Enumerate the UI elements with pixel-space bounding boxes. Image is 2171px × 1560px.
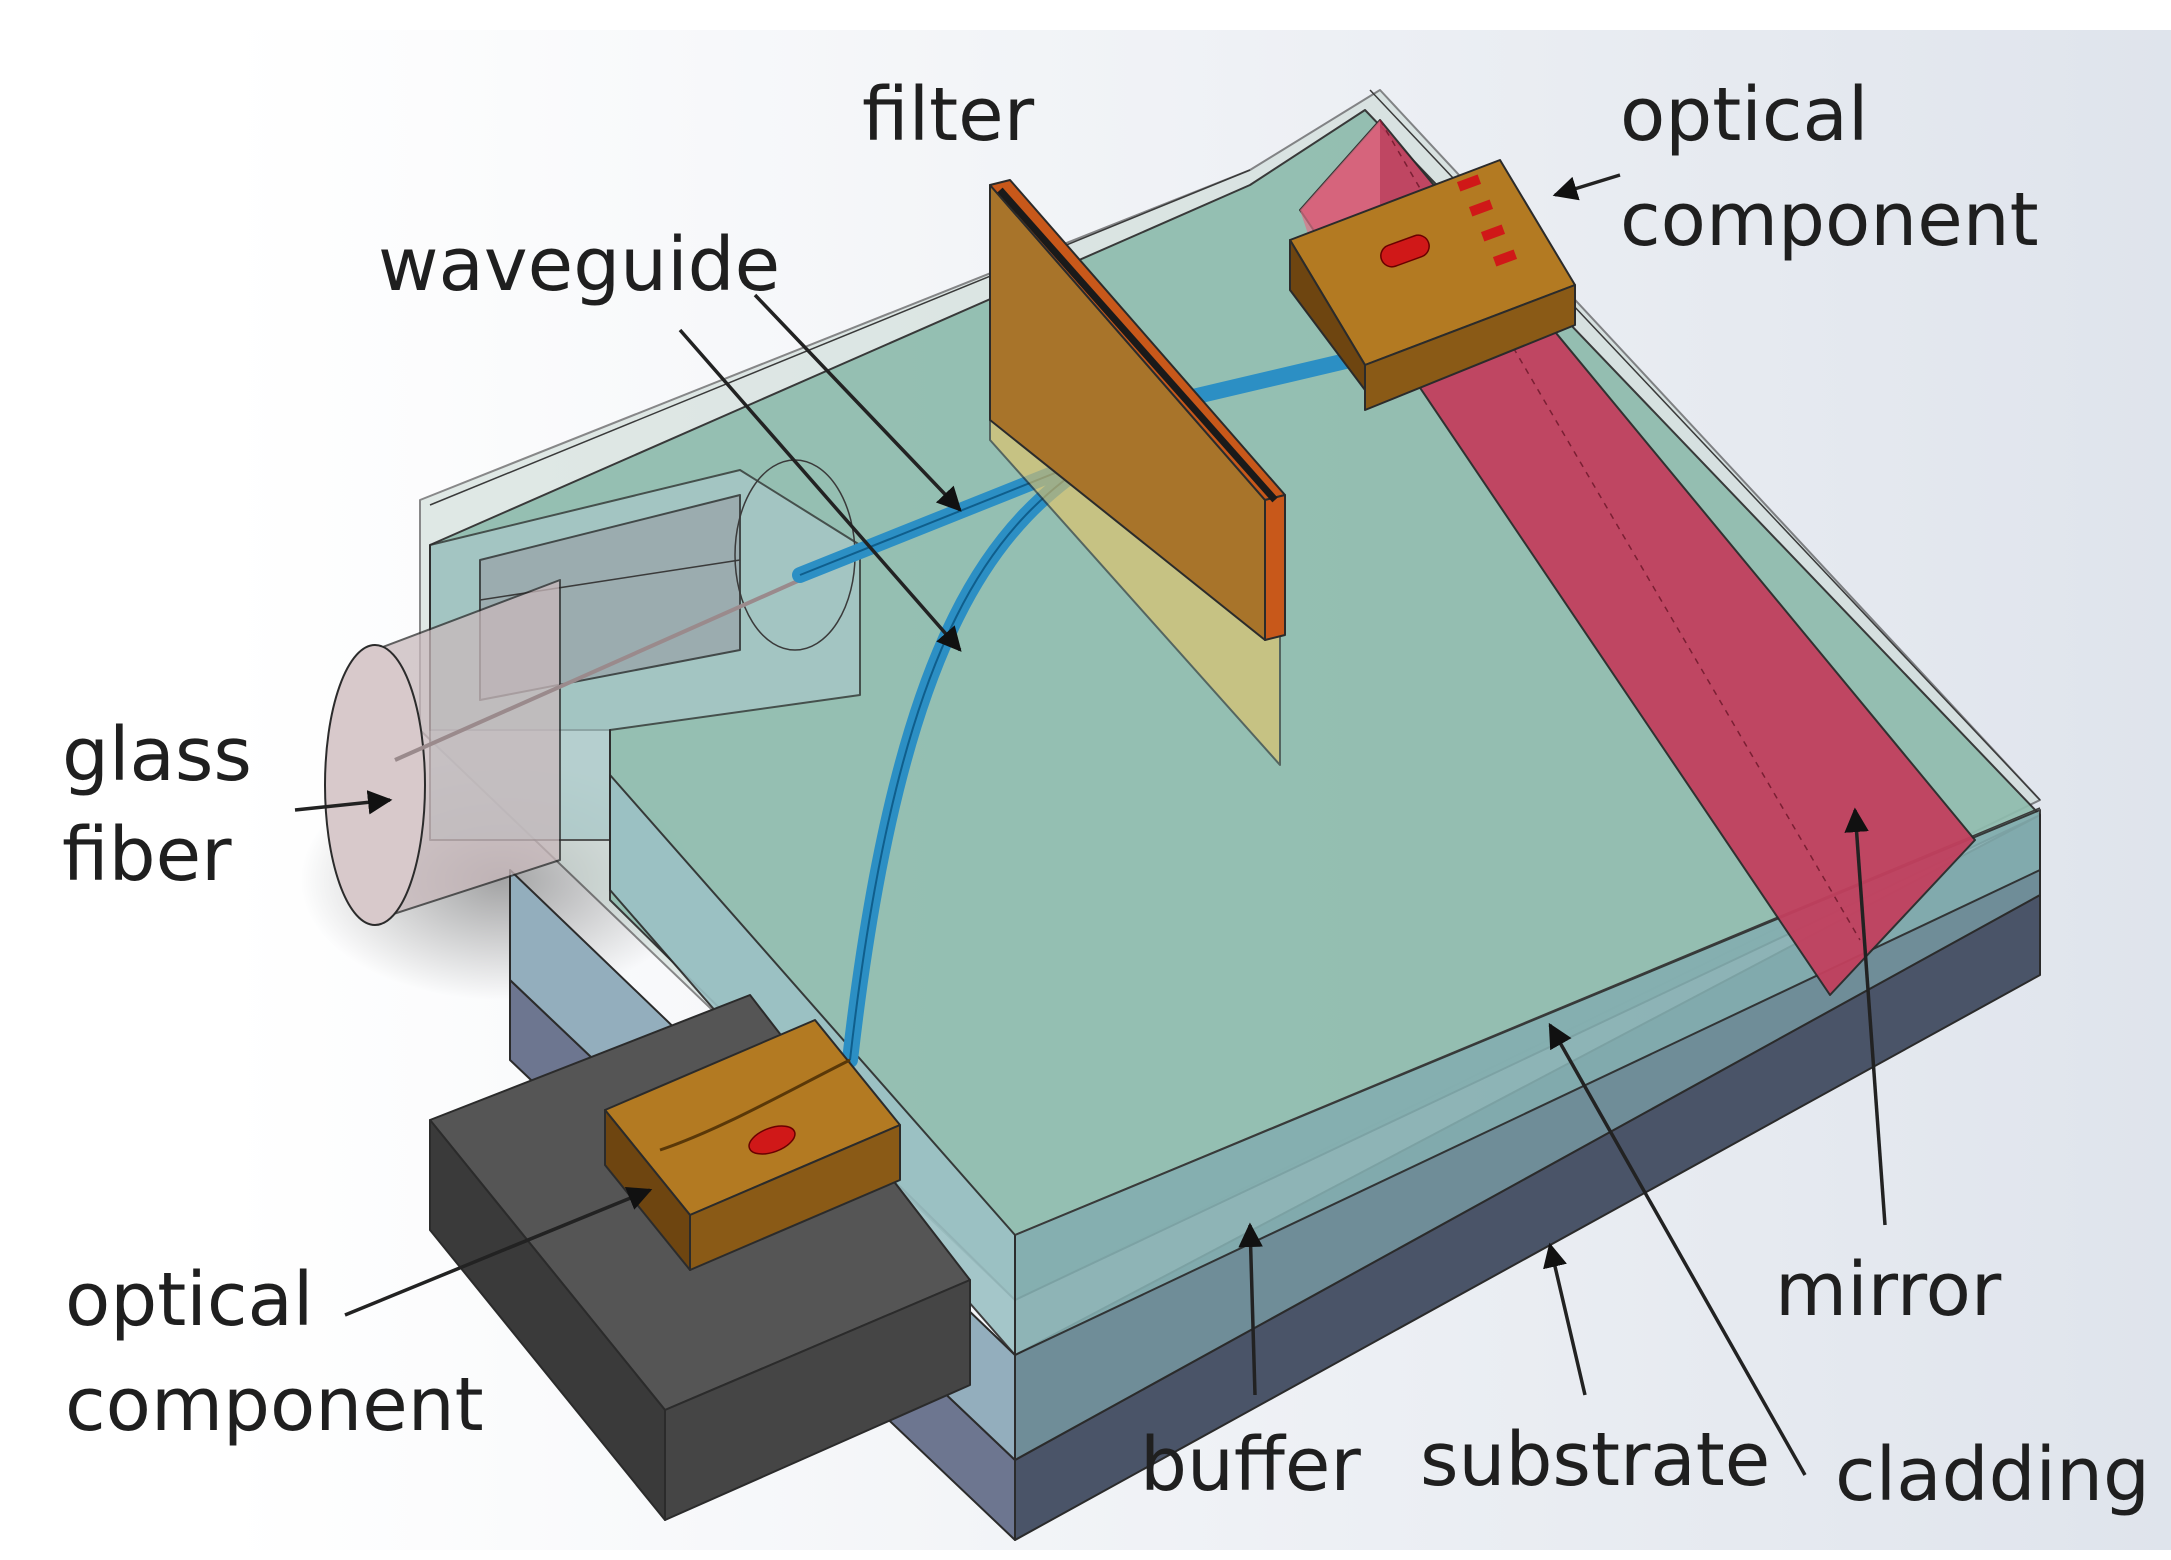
label-filter: filter: [862, 72, 1035, 158]
leader-waveguide-1: [753, 293, 962, 512]
leader-optical-bottom: [344, 1187, 653, 1317]
leader-lines: [294, 173, 1887, 1476]
leader-cladding: [1548, 1022, 1807, 1476]
label-buffer: buffer: [1140, 1422, 1361, 1508]
optical-component-top: [1289, 159, 1576, 411]
label-waveguide: waveguide: [378, 222, 780, 308]
label-optical-top-2: component: [1620, 177, 2039, 263]
labels: filter optical component waveguide glass…: [62, 72, 2150, 1518]
leader-buffer: [1238, 1222, 1263, 1396]
waveguide-right: [1172, 352, 1358, 408]
label-cladding: cladding: [1835, 1432, 2150, 1518]
leader-substrate: [1543, 1242, 1587, 1396]
pad-4: [1492, 249, 1518, 267]
emitter-top: [1380, 234, 1430, 268]
label-optical-top-1: optical: [1620, 72, 1868, 158]
filter: [989, 179, 1286, 766]
glass-fiber: [324, 459, 856, 926]
pad-2: [1468, 199, 1494, 217]
pad-3: [1480, 224, 1506, 242]
leader-glass-fiber: [294, 790, 393, 815]
label-optical-bottom-1: optical: [65, 1257, 313, 1343]
emitter-bottom: [748, 1125, 796, 1155]
label-fiber: fiber: [62, 812, 232, 898]
leader-mirror: [1844, 807, 1887, 1226]
leader-optical-top: [1552, 173, 1621, 201]
label-substrate: substrate: [1420, 1417, 1770, 1503]
pad-1: [1456, 174, 1482, 192]
label-mirror: mirror: [1775, 1247, 2002, 1333]
label-glass: glass: [62, 712, 252, 798]
leader-waveguide-2: [678, 328, 962, 652]
label-optical-bottom-2: component: [65, 1362, 484, 1448]
fiber-core: [394, 578, 801, 762]
